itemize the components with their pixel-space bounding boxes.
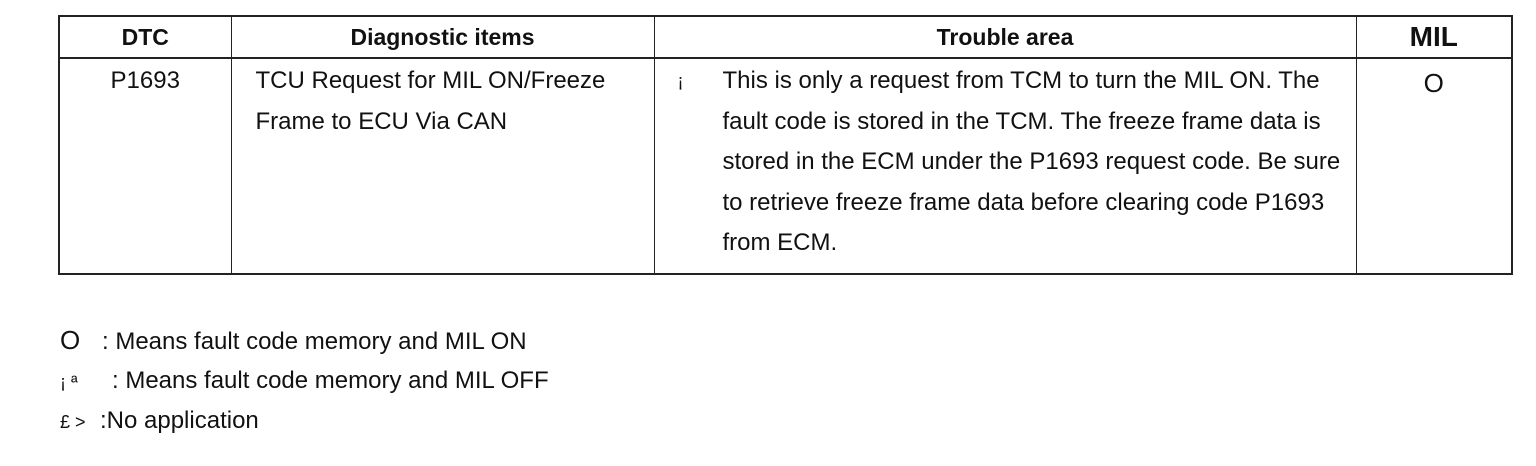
diagnostic-item: TCU Request for MIL ON/Freeze Frame to E… xyxy=(230,57,655,275)
legend-text-na: :No application xyxy=(100,407,259,434)
legend-symbol-on: O xyxy=(60,325,81,355)
mil-status: O xyxy=(1355,57,1513,275)
legend-mil-off: ¡ ª : Means fault code memory and MIL OFF xyxy=(60,366,549,397)
header-mil: MIL xyxy=(1355,15,1513,59)
header-dtc: DTC xyxy=(58,15,232,59)
bullet-mark: ¡ xyxy=(677,71,684,91)
dtc-table: DTC Diagnostic items Trouble area MIL P1… xyxy=(58,15,1513,275)
trouble-area-text: This is only a request from TCM to turn … xyxy=(722,67,1341,256)
legend-text-on: : Means fault code memory and MIL ON xyxy=(102,328,527,355)
legend-symbol-na: £ > xyxy=(60,412,86,432)
legend-no-application: £ > :No application xyxy=(60,406,259,437)
header-trouble-area: Trouble area xyxy=(653,15,1357,59)
legend-mil-on: O : Means fault code memory and MIL ON xyxy=(60,325,527,357)
header-diagnostic-items: Diagnostic items xyxy=(230,15,655,59)
table-header-row: DTC Diagnostic items Trouble area MIL xyxy=(58,15,1513,59)
legend-symbol-off: ¡ ª xyxy=(60,372,78,392)
legend-text-off: : Means fault code memory and MIL OFF xyxy=(112,367,549,394)
dtc-code: P1693 xyxy=(58,57,232,275)
trouble-area-cell: ¡ This is only a request from TCM to tur… xyxy=(653,57,1357,275)
table-row: P1693 TCU Request for MIL ON/Freeze Fram… xyxy=(58,57,1513,275)
